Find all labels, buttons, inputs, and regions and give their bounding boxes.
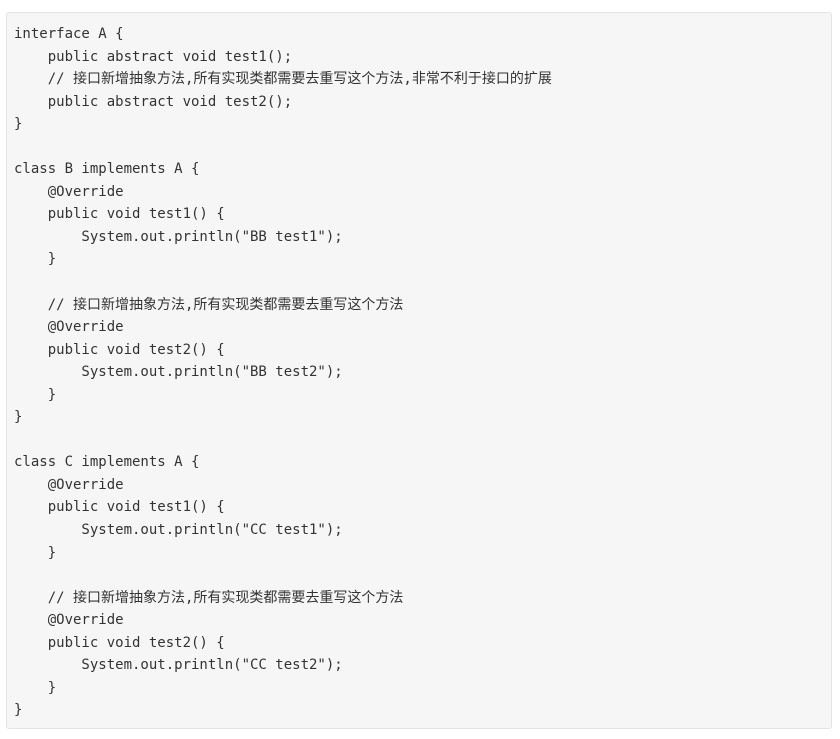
code-line: [14, 271, 831, 294]
code-line: @Override: [14, 319, 124, 336]
code-line: @Override: [14, 612, 124, 629]
code-line: }: [14, 679, 57, 696]
code-line: public void test2() {: [14, 634, 225, 651]
code-line: // 接口新增抽象方法,所有实现类都需要去重写这个方法,非常不利于接口的扩展: [14, 71, 552, 88]
code-line: System.out.println("BB test2");: [14, 364, 343, 381]
code-line: class B implements A {: [14, 161, 200, 178]
code-line: }: [14, 386, 57, 403]
code-line: System.out.println("BB test1");: [14, 228, 343, 245]
code-line: // 接口新增抽象方法,所有实现类都需要去重写这个方法: [14, 296, 404, 313]
code-line: class C implements A {: [14, 454, 200, 471]
code-line: interface A {: [14, 26, 124, 42]
code-line: @Override: [14, 183, 124, 200]
code-line: }: [14, 544, 57, 561]
code-line: public void test1() {: [14, 499, 225, 516]
code-line: [14, 136, 831, 159]
code-block: interface A { public abstract void test1…: [6, 12, 832, 729]
code-line: }: [14, 702, 23, 719]
code-line: [14, 564, 831, 587]
code-line: public void test2() {: [14, 341, 225, 358]
code-line: [14, 429, 831, 452]
code-line: public void test1() {: [14, 206, 225, 223]
code-line: // 接口新增抽象方法,所有实现类都需要去重写这个方法: [14, 589, 404, 606]
code-line: System.out.println("CC test1");: [14, 522, 343, 539]
code-line: }: [14, 409, 23, 426]
code-line: }: [14, 116, 23, 133]
code-line: System.out.println("CC test2");: [14, 657, 343, 674]
code-line: @Override: [14, 476, 124, 493]
code-line: public abstract void test1();: [14, 48, 293, 65]
code-line: }: [14, 251, 57, 268]
code-line: public abstract void test2();: [14, 93, 293, 110]
